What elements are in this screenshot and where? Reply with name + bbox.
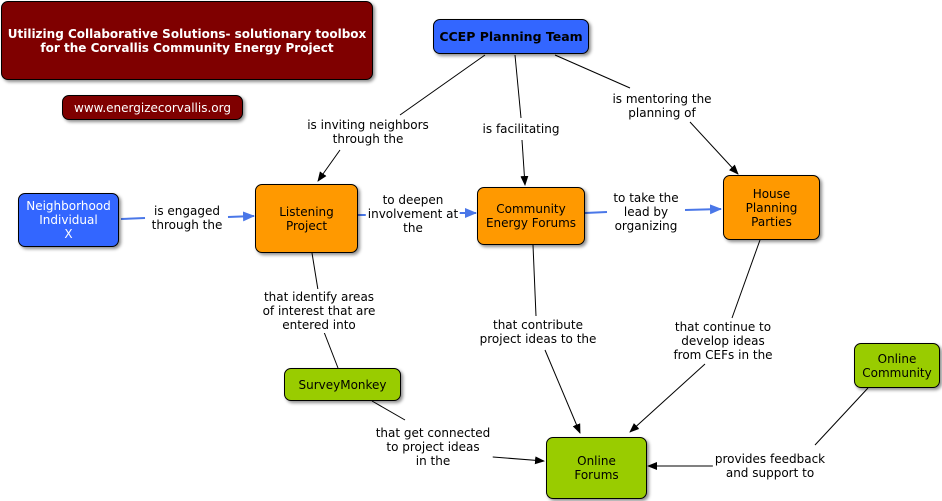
edge-forums-to-house xyxy=(584,211,608,214)
node-ccep-planning-team[interactable]: CCEP Planning Team xyxy=(433,19,589,54)
label-continue: that continue to develop ideas from CEFs… xyxy=(671,319,775,363)
label-engaged: is engaged through the xyxy=(149,203,225,233)
node-surveymonkey[interactable]: SurveyMonkey xyxy=(284,368,401,401)
label-contribute: that contribute project ideas to the xyxy=(477,317,599,347)
label-connected: that get connected to project ideas in t… xyxy=(373,425,493,469)
label-identify: that identify areas of interest that are… xyxy=(260,289,378,333)
edge-ccep-to-listening xyxy=(399,54,486,116)
node-community-energy-forums[interactable]: Community Energy Forums xyxy=(477,187,585,245)
edge-listening-to-survey xyxy=(311,252,319,291)
node-listening-project[interactable]: Listening Project xyxy=(255,184,358,253)
edge-ccep-to-house-b xyxy=(689,121,739,175)
edge-ccep-to-forums-b xyxy=(520,139,529,186)
label-facilitating: is facilitating xyxy=(480,121,562,137)
edge-ccep-to-house xyxy=(554,54,631,89)
node-neighborhood-individual[interactable]: Neighborhood Individual X xyxy=(18,193,119,247)
edge-forums-to-online-b xyxy=(544,349,581,434)
label-mentoring: is mentoring the planning of xyxy=(610,91,714,121)
edge-neighborhood-to-listening xyxy=(120,217,146,220)
label-inviting: is inviting neighbors through the xyxy=(305,117,431,147)
label-take-lead: to take the lead by organizing xyxy=(611,190,681,234)
node-online-forums[interactable]: Online Forums xyxy=(546,437,647,499)
edge-forums-to-house-b xyxy=(684,204,722,215)
node-house-planning-parties[interactable]: House Planning Parties xyxy=(723,175,820,240)
edge-community-to-online xyxy=(814,387,869,446)
edge-ccep-to-listening-b xyxy=(317,149,341,182)
edge-survey-to-online xyxy=(371,400,406,421)
edge-listening-to-survey-b xyxy=(323,331,339,369)
edge-house-to-online xyxy=(731,239,761,319)
diagram-title: Utilizing Collaborative Solutions- solut… xyxy=(1,1,373,80)
label-feedback: provides feedback and support to xyxy=(712,451,828,481)
edge-forums-to-online xyxy=(532,244,537,317)
edge-ccep-to-forums xyxy=(514,54,522,119)
label-deepen: to deepen involvement at the xyxy=(365,192,461,236)
website-link[interactable]: www.energizecorvallis.org xyxy=(62,95,243,120)
edge-house-to-online-b xyxy=(629,363,706,433)
node-online-community[interactable]: Online Community xyxy=(854,343,940,388)
edge-neighborhood-to-listening-b xyxy=(227,211,255,222)
